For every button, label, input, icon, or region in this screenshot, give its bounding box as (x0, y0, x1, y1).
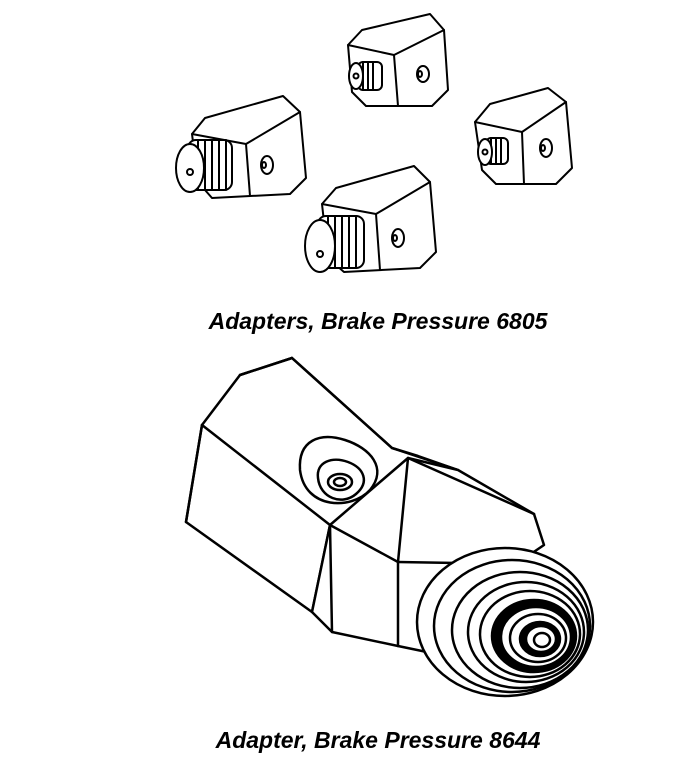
caption-adapter-8644: Adapter, Brake Pressure 8644 (215, 727, 541, 753)
adapter-bottom (305, 166, 436, 272)
adapter-right (475, 88, 572, 184)
adapter-left (176, 96, 306, 198)
side-port (300, 437, 377, 503)
adapter-large-threaded-nose (417, 548, 593, 696)
adapter-large-front-hex (312, 458, 544, 656)
adapter-top (348, 14, 448, 106)
caption-adapters-6805: Adapters, Brake Pressure 6805 (208, 308, 548, 334)
